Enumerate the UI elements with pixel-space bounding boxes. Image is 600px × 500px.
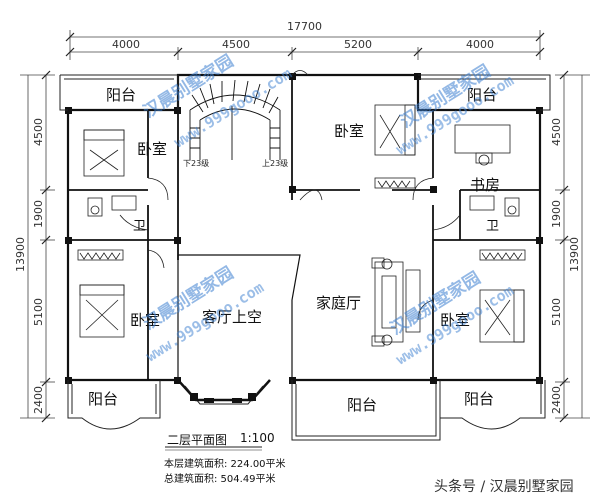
doors <box>119 70 461 321</box>
dim-total-depth-left: 13900 <box>14 237 27 272</box>
bay-window-posts <box>190 393 256 403</box>
stair-up-label: 上23级 <box>262 158 288 168</box>
dim-top-2: 4500 <box>222 38 250 51</box>
dim-left-3: 5100 <box>32 298 45 326</box>
label-balcony-bottom-left: 阳台 <box>88 390 118 408</box>
dim-right-1: 4500 <box>550 118 563 146</box>
label-bath-left: 卫 <box>133 219 146 234</box>
balconies <box>59 74 551 441</box>
label-balcony-bottom-center: 阳台 <box>347 396 377 414</box>
dim-top-4: 4000 <box>466 38 494 51</box>
stair-down-label: 下23级 <box>183 158 209 168</box>
dim-left-2: 1900 <box>32 200 45 228</box>
label-balcony-top-left: 阳台 <box>106 86 136 104</box>
label-living-void: 客厅上空 <box>202 308 262 326</box>
dim-total-width: 17700 <box>287 20 322 33</box>
dimension-ticks <box>41 32 569 423</box>
furniture <box>77 104 526 347</box>
plan-title: 二层平面图 <box>167 433 228 447</box>
label-balcony-bottom-right: 阳台 <box>464 390 494 408</box>
label-balcony-top-right: 阳台 <box>467 86 497 104</box>
source-credit: 头条号 / 汉晨别墅家园 <box>434 479 574 495</box>
total-area-note: 总建筑面积: 504.49平米 <box>164 474 276 485</box>
dim-total-depth-right: 13900 <box>568 237 581 272</box>
dim-right-4: 2400 <box>550 386 563 414</box>
dim-right-2: 1900 <box>550 200 563 228</box>
floor-area-note: 本层建筑面积: 224.00平米 <box>164 459 286 470</box>
dim-top-3: 5200 <box>344 38 372 51</box>
dim-right-3: 5100 <box>550 298 563 326</box>
label-study: 书房 <box>470 176 500 194</box>
dimension-lines <box>20 30 590 419</box>
label-bedroom-top-center: 卧室 <box>334 122 364 140</box>
dim-top-1: 4000 <box>112 38 140 51</box>
plan-scale: 1:100 <box>240 431 275 445</box>
label-family-hall: 家庭厅 <box>316 294 361 312</box>
dim-left-1: 4500 <box>32 118 45 146</box>
staircase <box>189 79 281 160</box>
label-bath-right: 卫 <box>486 219 499 234</box>
label-bedroom-bottom-right: 卧室 <box>440 311 470 329</box>
label-bedroom-top-left: 卧室 <box>137 140 167 158</box>
dim-left-4: 2400 <box>32 386 45 414</box>
label-bedroom-bottom-left: 卧室 <box>130 311 160 329</box>
